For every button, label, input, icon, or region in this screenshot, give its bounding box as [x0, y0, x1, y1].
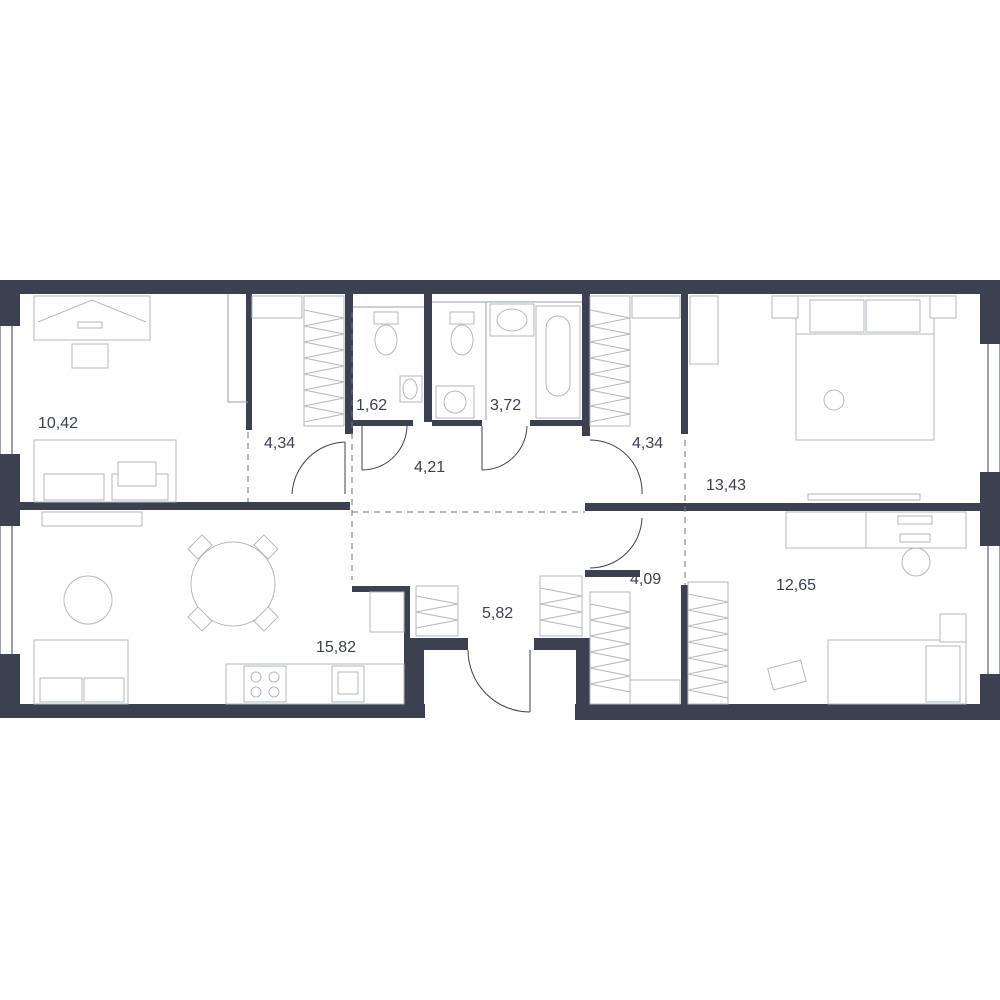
- sofa-icon: [33, 439, 177, 503]
- stove-icon: [243, 665, 287, 703]
- bedroom-left-furniture: [33, 295, 177, 503]
- window-right-bottom: [987, 544, 1000, 676]
- tv-icon: [807, 493, 921, 501]
- dining-table-icon: [187, 534, 279, 632]
- washing-machine-icon: [435, 385, 475, 419]
- desk-icon: [785, 511, 967, 577]
- nightstand-icon: [771, 295, 799, 319]
- kitchen-living-furniture: [33, 511, 405, 705]
- sink-icon: [399, 375, 423, 403]
- area-labels: 10,42 4,34 1,62 3,72 4,21 4,34 13,43 15,…: [38, 397, 816, 656]
- area-bedroom-right: 13,43: [706, 477, 746, 494]
- rollerskate-icon: [767, 659, 807, 691]
- zone-separators: [247, 312, 686, 585]
- area-hallway: 5,82: [482, 605, 513, 622]
- wardrobes: [251, 295, 729, 705]
- bed-icon: [795, 295, 935, 441]
- bathtub-icon: [535, 305, 581, 419]
- sofa-icon: [33, 639, 129, 705]
- area-storage: 4,09: [630, 571, 661, 588]
- interior-lines: [227, 294, 582, 420]
- toilet-icon: [373, 311, 399, 356]
- kids-room-furniture: [767, 511, 967, 705]
- desk-icon: [33, 295, 151, 369]
- dresser-icon: [689, 295, 719, 365]
- window-left-bottom: [0, 524, 13, 656]
- nightstand-icon: [929, 295, 957, 319]
- area-corridor: 4,21: [414, 459, 445, 476]
- bedroom-right-furniture: [689, 295, 957, 501]
- window-left-top: [0, 324, 13, 456]
- area-bathroom: 3,72: [490, 397, 521, 414]
- wc-toilet: [373, 311, 423, 403]
- sink-icon: [331, 665, 365, 703]
- rug-icon: [63, 575, 113, 625]
- cat-icon: [823, 389, 845, 411]
- area-wardrobe-right: 4,34: [632, 435, 663, 452]
- bathroom-fixtures: [435, 303, 581, 419]
- bed-icon: [827, 613, 967, 705]
- doors: [291, 425, 643, 713]
- area-bedroom-left: 10,42: [38, 415, 78, 432]
- area-wc: 1,62: [356, 397, 387, 414]
- area-wardrobe-left: 4,34: [264, 435, 295, 452]
- tv-icon: [41, 511, 143, 527]
- toilet-icon: [449, 311, 475, 356]
- walls: [0, 280, 1000, 720]
- window-right-top: [987, 342, 1000, 474]
- sink-icon: [489, 303, 535, 337]
- area-kitchen-living: 15,82: [316, 639, 356, 656]
- area-kids-room: 12,65: [776, 577, 816, 594]
- kitchen-counter: [225, 591, 405, 705]
